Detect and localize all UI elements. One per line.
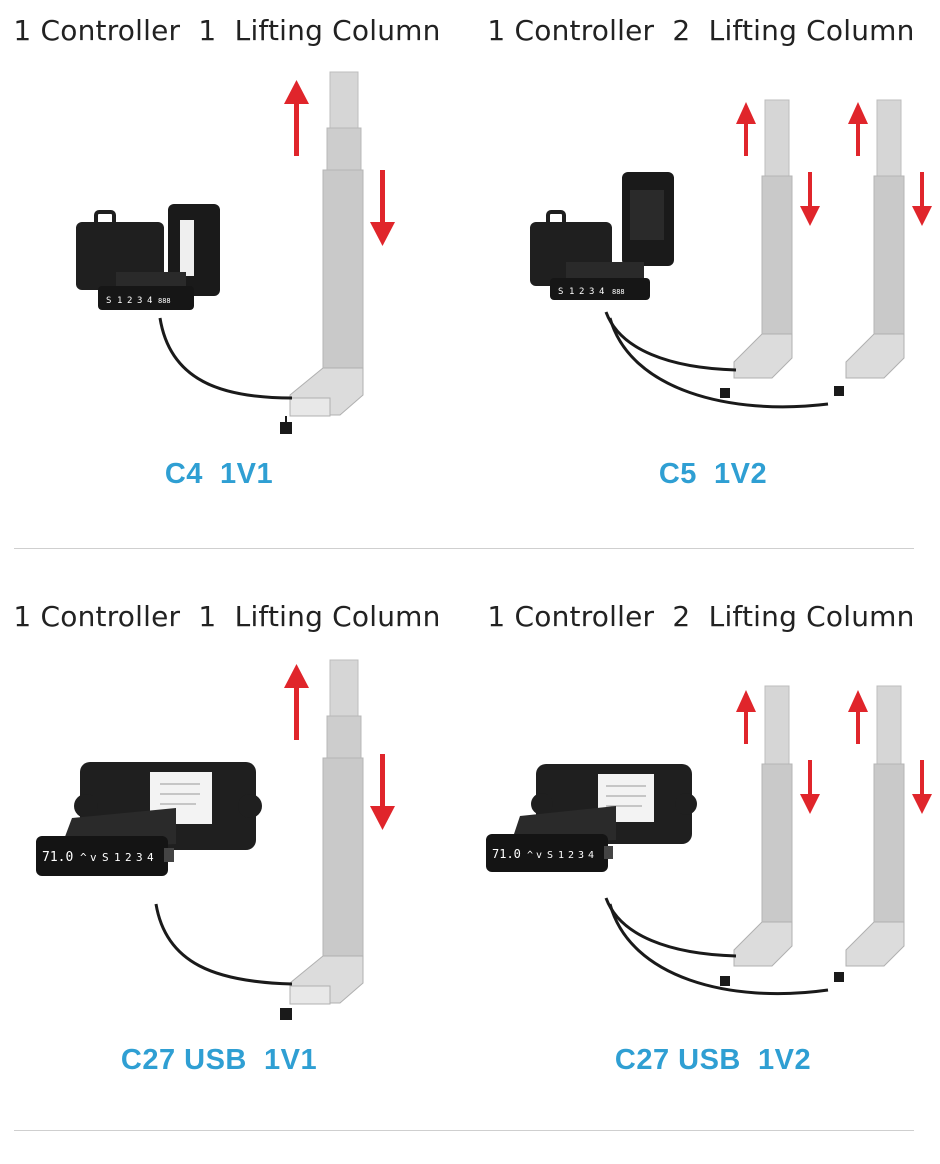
cable [604, 897, 737, 958]
up-arrow-icon [284, 664, 309, 740]
down-arrow-icon [912, 760, 932, 814]
up-arrow-icon [736, 102, 756, 156]
cable [158, 317, 293, 400]
cable [604, 311, 737, 372]
down-arrow-icon [800, 172, 820, 226]
cable [608, 317, 829, 409]
model-name: C27 USB 1V2 [614, 1044, 812, 1076]
panel-c5-1v2: 1 Controller 2 Lifting Column [470, 0, 940, 548]
up-arrow-icon [848, 690, 868, 744]
hand-controller [486, 806, 616, 872]
down-arrow-icon [370, 754, 395, 830]
lifting-column [733, 99, 793, 379]
panel-c27-usb-1v1: 1 Controller 1 Lifting Column [0, 584, 470, 1132]
product-illustration [530, 99, 932, 409]
lifting-column [845, 685, 905, 967]
panel-c4-1v1: 1 Controller 1 Lifting Column [0, 0, 470, 548]
down-arrow-icon [370, 170, 395, 246]
product-illustration [76, 71, 395, 434]
product-illustration [36, 659, 395, 1020]
down-arrow-icon [800, 760, 820, 814]
down-arrow-icon [912, 172, 932, 226]
product-illustration [486, 685, 932, 996]
lifting-column [733, 685, 793, 967]
lifting-column [845, 99, 905, 379]
panel-heading: 1 Controller 2 Lifting Column [487, 14, 915, 47]
section-divider [14, 548, 914, 549]
cable [608, 903, 829, 996]
panel-heading: 1 Controller 2 Lifting Column [487, 600, 915, 633]
panel-heading: 1 Controller 1 Lifting Column [13, 14, 441, 47]
model-name: C4 1V1 [164, 458, 274, 490]
section-divider [14, 1130, 914, 1131]
hand-controller [98, 272, 194, 310]
lifting-column [289, 71, 364, 417]
panel-c27-usb-1v2: 1 Controller 2 Lifting Column [470, 584, 940, 1132]
up-arrow-icon [736, 690, 756, 744]
lifting-column [289, 659, 364, 1005]
cable [154, 903, 293, 986]
up-arrow-icon [284, 80, 309, 156]
panel-heading: 1 Controller 1 Lifting Column [13, 600, 441, 633]
model-name: C5 1V2 [658, 458, 768, 490]
hand-controller [36, 808, 176, 876]
model-name: C27 USB 1V1 [120, 1044, 318, 1076]
up-arrow-icon [848, 102, 868, 156]
hand-controller [550, 262, 650, 300]
